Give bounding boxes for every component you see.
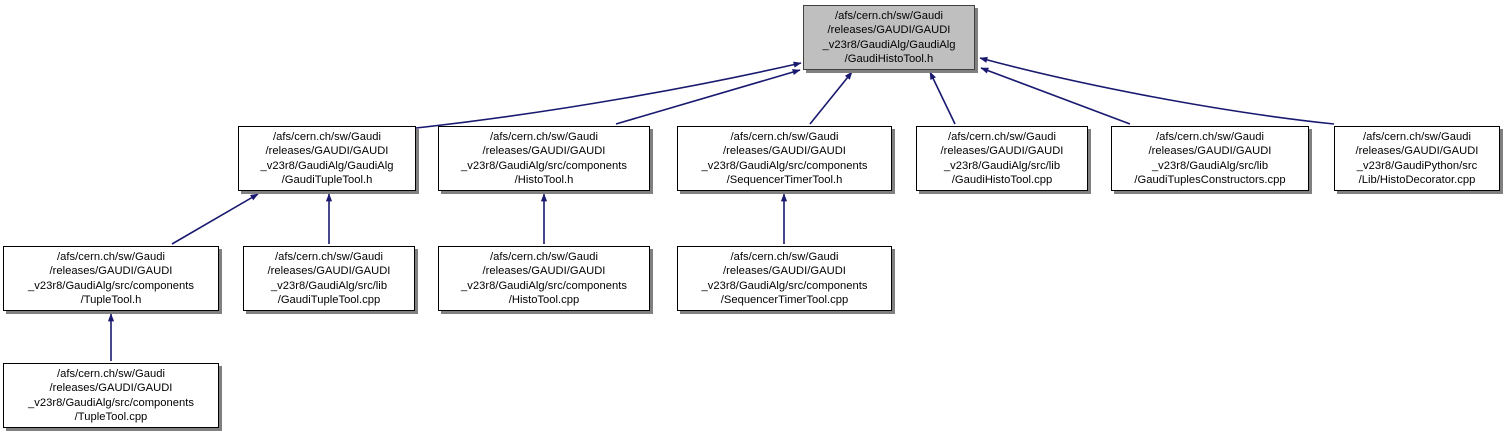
edge-sequencertimer-h-to-root xyxy=(809,71,853,125)
node-sequencer-timer-tool-h[interactable]: /afs/cern.ch/sw/Gaudi /releases/GAUDI/GA… xyxy=(677,126,892,191)
edge-gaudihisto-cpp-to-root xyxy=(929,71,956,125)
node-label: /afs/cern.ch/sw/Gaudi /releases/GAUDI/GA… xyxy=(260,131,394,186)
node-label: /afs/cern.ch/sw/Gaudi /releases/GAUDI/GA… xyxy=(1134,131,1286,186)
node-label: /afs/cern.ch/sw/Gaudi /releases/GAUDI/GA… xyxy=(460,251,627,306)
node-gaudi-tuple-tool-cpp[interactable]: /afs/cern.ch/sw/Gaudi /releases/GAUDI/GA… xyxy=(243,246,415,311)
node-label: /afs/cern.ch/sw/Gaudi /releases/GAUDI/GA… xyxy=(267,251,391,306)
node-label: /afs/cern.ch/sw/Gaudi /releases/GAUDI/GA… xyxy=(27,368,194,423)
node-tuple-tool-h[interactable]: /afs/cern.ch/sw/Gaudi /releases/GAUDI/GA… xyxy=(3,246,219,311)
edge-gaudituple-h-to-root xyxy=(415,61,802,129)
node-sequencer-timer-tool-cpp[interactable]: /afs/cern.ch/sw/Gaudi /releases/GAUDI/GA… xyxy=(677,246,892,311)
node-label: /afs/cern.ch/sw/Gaudi /releases/GAUDI/GA… xyxy=(822,10,956,65)
edge-histodecorator-cpp-to-root xyxy=(979,56,1335,125)
edge-tupletool-h-to-gaudituple-h xyxy=(171,193,259,245)
node-gaudi-histo-tool-h[interactable]: /afs/cern.ch/sw/Gaudi /releases/GAUDI/GA… xyxy=(803,5,975,70)
node-label: /afs/cern.ch/sw/Gaudi /releases/GAUDI/GA… xyxy=(1355,131,1479,186)
node-histo-tool-cpp[interactable]: /afs/cern.ch/sw/Gaudi /releases/GAUDI/GA… xyxy=(438,246,650,311)
edges-group xyxy=(107,56,1335,361)
edge-gauditupcons-cpp-to-root xyxy=(980,67,1131,125)
node-gaudi-tuples-constructors-cpp[interactable]: /afs/cern.ch/sw/Gaudi /releases/GAUDI/GA… xyxy=(1111,126,1309,191)
node-histo-decorator-cpp[interactable]: /afs/cern.ch/sw/Gaudi /releases/GAUDI/GA… xyxy=(1334,126,1500,191)
node-label: /afs/cern.ch/sw/Gaudi /releases/GAUDI/GA… xyxy=(27,251,194,306)
node-histo-tool-h[interactable]: /afs/cern.ch/sw/Gaudi /releases/GAUDI/GA… xyxy=(438,126,650,191)
node-label: /afs/cern.ch/sw/Gaudi /releases/GAUDI/GA… xyxy=(460,131,627,186)
node-tuple-tool-cpp[interactable]: /afs/cern.ch/sw/Gaudi /releases/GAUDI/GA… xyxy=(3,363,219,428)
node-label: /afs/cern.ch/sw/Gaudi /releases/GAUDI/GA… xyxy=(701,131,868,186)
edge-histotool-h-to-root xyxy=(615,69,801,125)
node-label: /afs/cern.ch/sw/Gaudi /releases/GAUDI/GA… xyxy=(940,131,1064,186)
node-gaudi-tuple-tool-h[interactable]: /afs/cern.ch/sw/Gaudi /releases/GAUDI/GA… xyxy=(238,126,416,191)
node-gaudi-histo-tool-cpp[interactable]: /afs/cern.ch/sw/Gaudi /releases/GAUDI/GA… xyxy=(916,126,1088,191)
node-label: /afs/cern.ch/sw/Gaudi /releases/GAUDI/GA… xyxy=(701,251,868,306)
